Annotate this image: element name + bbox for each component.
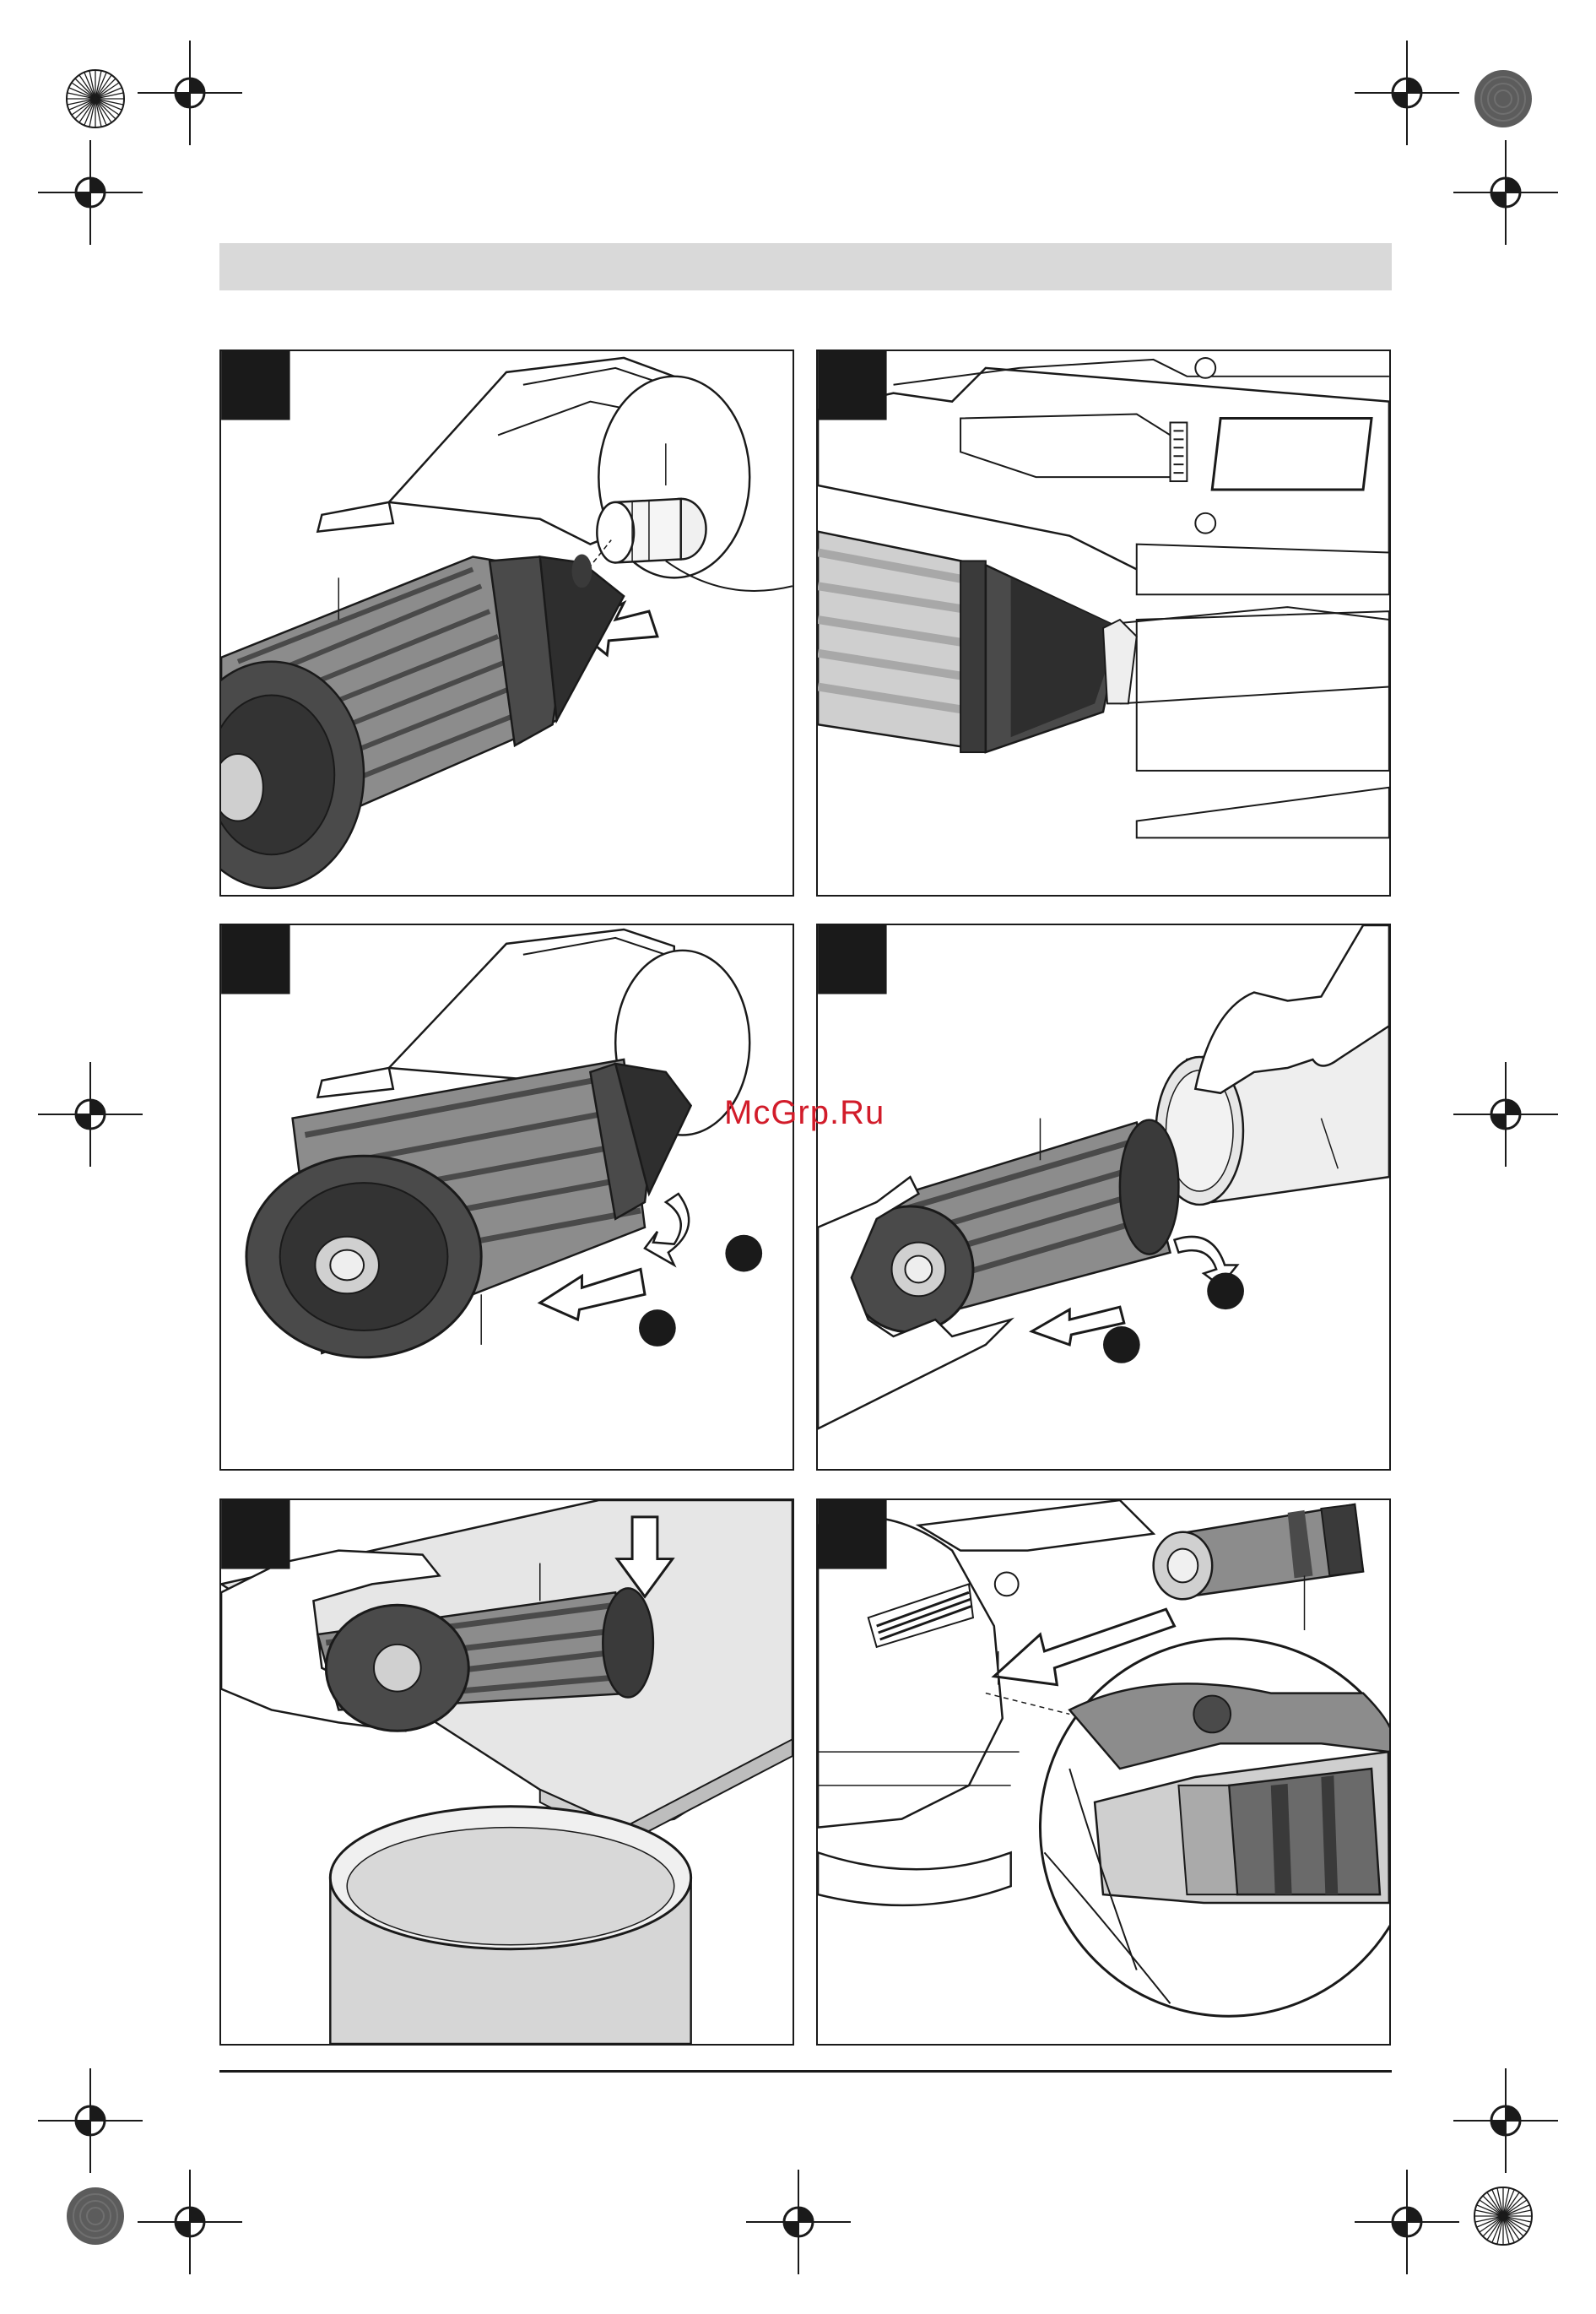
dust-box (818, 532, 1137, 752)
illustration-filter-tap (221, 1500, 793, 2044)
filled-circle-icon (725, 1235, 762, 1272)
dust-box (246, 1059, 691, 1358)
filled-circle-icon (639, 1309, 676, 1347)
outline-arrow-icon (540, 1269, 645, 1320)
panel-number-tab (221, 925, 289, 994)
header-bar (219, 243, 1392, 290)
panel-number-tab (221, 351, 289, 420)
crosshair-circle-icon (746, 2170, 851, 2274)
crosshair-circle-icon (1355, 41, 1459, 145)
crosshair-circle-icon (1355, 2170, 1459, 2274)
crosshair-circle-icon (138, 2170, 242, 2274)
crosshair-circle-icon (1453, 2068, 1558, 2173)
panel-filter-tap (219, 1498, 794, 2046)
detail-zoom-circle (1040, 1639, 1389, 2016)
sunburst-disc-icon (67, 2187, 124, 2245)
dust-outlet-nozzle (597, 499, 706, 563)
panel-dust-box-attach (219, 350, 794, 897)
crosshair-circle-icon (38, 2068, 143, 2173)
crosshair-circle-icon (1453, 140, 1558, 245)
crosshair-circle-icon (38, 1062, 143, 1167)
sunburst-disc-icon (67, 70, 124, 127)
panel-number-tab (818, 1500, 886, 1569)
sunburst-disc-icon (1474, 70, 1532, 127)
panel-number-tab (221, 1500, 289, 1569)
outline-arrow-icon (645, 1194, 689, 1265)
filled-circle-icon (1207, 1272, 1244, 1309)
watermark-text: McGrp.Ru (724, 1094, 885, 1132)
bottom-rule (219, 2070, 1392, 2073)
sunburst-disc-icon (1474, 2187, 1532, 2245)
illustration-dust-box-remove (221, 925, 793, 1469)
display-screen (1212, 419, 1371, 490)
crosshair-circle-icon (1453, 1062, 1558, 1167)
dust-box (221, 555, 624, 889)
crosshair-circle-icon (138, 41, 242, 145)
panel-filter-remove (816, 924, 1391, 1471)
vacuum-hose-adapter (1154, 1504, 1363, 1630)
panel-dust-box-remove (219, 924, 794, 1471)
panel-vacuum-hose-attach (816, 1498, 1391, 2046)
illustration-filter-remove (818, 925, 1389, 1469)
illustration-dust-box-attach (221, 351, 793, 895)
panel-dust-box-mounted (816, 350, 1391, 897)
filled-circle-icon (1103, 1326, 1140, 1363)
panel-number-tab (818, 351, 886, 420)
crosshair-circle-icon (38, 140, 143, 245)
pleated-filter (847, 1119, 1179, 1332)
panel-number-tab (818, 925, 886, 994)
dust-bin (330, 1807, 690, 2044)
illustration-vacuum-hose-attach (818, 1500, 1389, 2044)
illustration-dust-box-mounted (818, 351, 1389, 895)
